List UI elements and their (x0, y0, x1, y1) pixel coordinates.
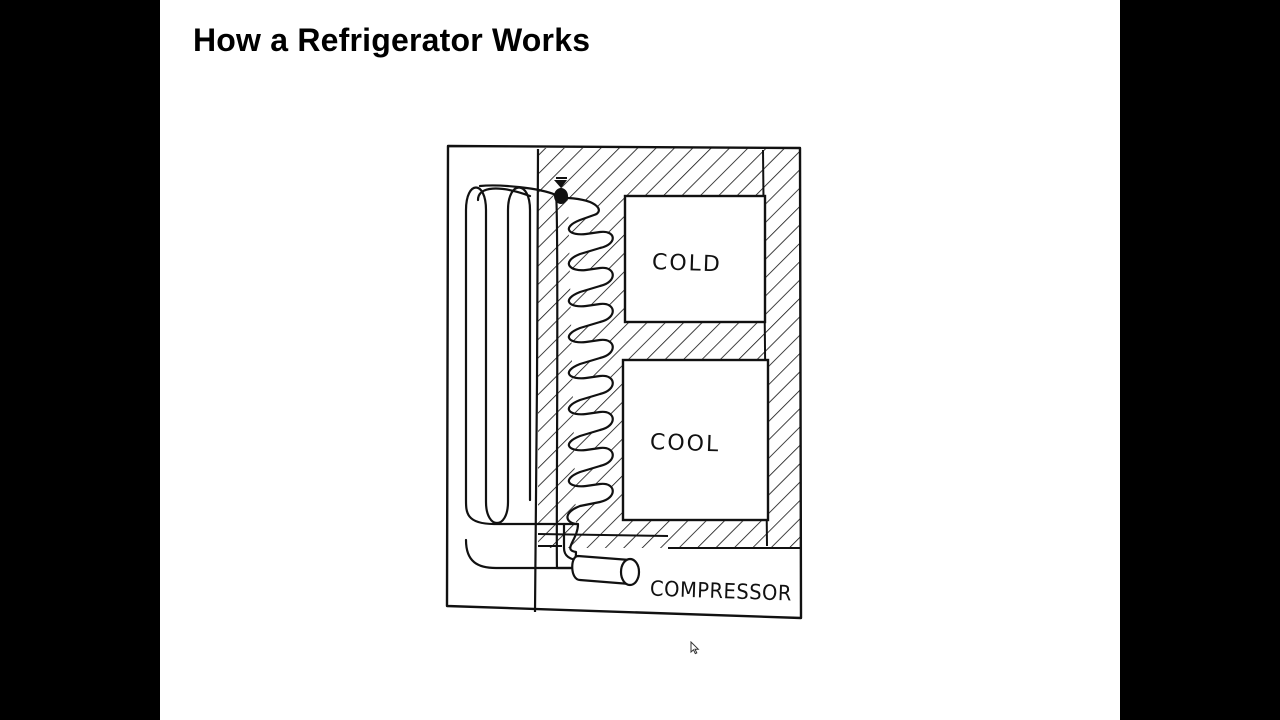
cool-label: COOL (650, 430, 721, 457)
cold-label: COLD (652, 250, 723, 277)
mouse-cursor-icon (690, 641, 700, 655)
slide-title: How a Refrigerator Works (193, 22, 591, 58)
cabinet-base-line (537, 533, 800, 549)
compressor-label: COMPRESSOR (650, 577, 793, 606)
expansion-valve-icon (554, 177, 568, 204)
cabinet-outline (445, 144, 803, 620)
slide: How a Refrigerator Works (160, 0, 1120, 720)
condenser-line-outer (464, 187, 574, 570)
pipe-top (478, 184, 558, 197)
cool-compartment (621, 358, 770, 522)
cold-compartment (623, 194, 767, 324)
compressor-icon (571, 554, 641, 587)
back-wall-line (533, 148, 540, 613)
condenser-coil (464, 186, 580, 570)
evaporator-coil (566, 196, 614, 526)
refrigerator-diagram: COLD COOL COMPRESSOR (445, 144, 803, 620)
